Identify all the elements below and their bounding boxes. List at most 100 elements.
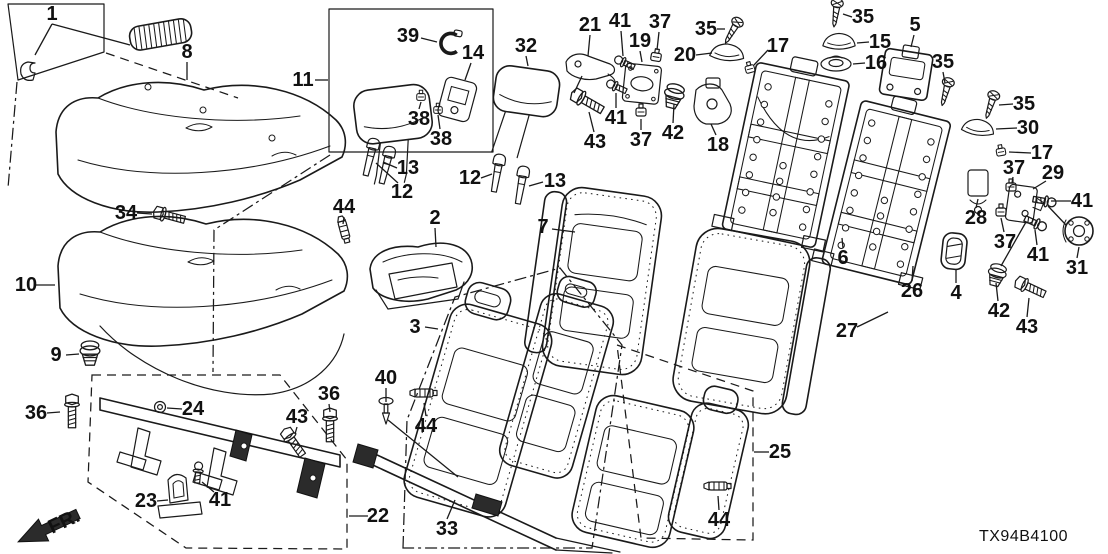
callout-1: 1 [46, 3, 57, 25]
callout-24: 24 [182, 398, 205, 420]
leader-line-32 [525, 55, 529, 67]
callout-11: 11 [292, 69, 313, 91]
callout-3: 3 [409, 316, 420, 338]
callout-17: 17 [767, 35, 789, 57]
frame-6-holes [738, 83, 833, 231]
leader-line-7 [551, 228, 576, 233]
latch-plate-19 [621, 62, 663, 105]
cap-30 [960, 116, 996, 138]
leader-line-42 [672, 103, 675, 124]
callout-12: 12 [391, 181, 413, 203]
callout-38: 38 [408, 108, 430, 130]
callout-7: 7 [537, 216, 548, 238]
leader-line-1 [51, 23, 131, 46]
diagram-code: TX94B4100 [979, 528, 1068, 545]
seat-cushion-10 [57, 215, 349, 396]
leader-line-15 [856, 41, 870, 44]
leader-line-35 [842, 13, 853, 18]
callout-37: 37 [630, 129, 652, 151]
leader-line-36 [46, 411, 61, 414]
callout-37: 37 [1003, 157, 1025, 179]
leader-line-12 [480, 173, 493, 179]
leader-line-29 [1032, 180, 1047, 190]
pivot-disc-31 [1062, 216, 1094, 246]
callout-17: 17 [1031, 142, 1053, 164]
leader-line-43 [294, 426, 298, 435]
hinge-23 [157, 473, 203, 519]
seat-cushion-8 [55, 81, 347, 213]
leader-line-35 [942, 71, 946, 84]
cover-20 [708, 41, 746, 63]
leader-line-34 [136, 212, 153, 215]
callout-34: 34 [115, 202, 138, 224]
callout-32: 32 [515, 35, 537, 57]
clip-44-c [703, 481, 732, 491]
collar-16 [820, 55, 852, 72]
callout-41: 41 [609, 10, 631, 32]
callout-40: 40 [375, 367, 397, 389]
callout-6: 6 [837, 247, 848, 269]
seatback-27 [672, 227, 832, 416]
leader-line-19 [639, 50, 643, 63]
callout-41: 41 [605, 107, 627, 129]
callout-37: 37 [994, 231, 1016, 253]
leader-line-12 [375, 162, 399, 184]
leader-line-44 [423, 402, 427, 417]
bolt-43-right [1012, 273, 1049, 302]
callout-22: 22 [367, 505, 389, 527]
bolt-43-upper-left [567, 85, 607, 118]
spring-hook-1 [20, 61, 36, 81]
callout-41: 41 [1027, 244, 1049, 266]
section-line-top [105, 52, 239, 99]
callout-28: 28 [965, 207, 987, 229]
headrest-32 [491, 65, 561, 159]
seat-spring-1 [128, 18, 193, 51]
leader-line-35 [998, 103, 1014, 106]
group-box-22 [87, 374, 348, 550]
guide-12-right [487, 152, 507, 194]
callout-31: 31 [1066, 257, 1088, 279]
fr-direction-arrow [17, 508, 81, 543]
callout-18: 18 [707, 134, 729, 156]
clip-17-a [743, 60, 756, 75]
callout-44: 44 [333, 196, 356, 218]
callout-42: 42 [662, 122, 684, 144]
callout-8: 8 [181, 41, 192, 63]
cap-15 [822, 32, 856, 50]
leader-line-39 [420, 37, 438, 43]
callout-35: 35 [852, 6, 874, 28]
screw-35-c [935, 75, 956, 108]
bracket-plate-5 [878, 44, 934, 102]
callout-35: 35 [695, 18, 717, 40]
leader-line-41 [201, 481, 215, 493]
bolt-36-right [322, 407, 338, 443]
leader-line-31 [1076, 246, 1080, 259]
hook-39 [437, 26, 465, 57]
callout-36: 36 [25, 402, 47, 424]
leader-line-38 [437, 114, 441, 130]
leader-line-3 [424, 326, 439, 330]
screw-35-a [719, 14, 746, 47]
leader-line-42 [995, 282, 999, 302]
leader-line-41 [1034, 229, 1038, 246]
seatback-7 [524, 186, 663, 376]
callout-2: 2 [429, 207, 440, 229]
rail-assembly-22 [99, 397, 341, 499]
callout-14: 14 [462, 42, 485, 64]
sill-rail-33 [352, 443, 621, 554]
callout-4: 4 [950, 282, 962, 304]
section-line-mid [212, 154, 331, 373]
seatback-3-side [498, 275, 615, 479]
link-29-42 [1000, 221, 1027, 267]
clip-37-a [649, 47, 663, 63]
leader-line-37 [1011, 176, 1014, 184]
leader-line-30 [995, 127, 1018, 130]
leader-line-13 [528, 181, 544, 187]
callout-26: 26 [901, 280, 923, 302]
callout-15: 15 [869, 31, 891, 53]
latch-assembly-18 [693, 77, 732, 125]
seatback-3-main [403, 281, 553, 518]
leader-line-20 [695, 52, 713, 56]
leader-line-28 [975, 198, 979, 209]
